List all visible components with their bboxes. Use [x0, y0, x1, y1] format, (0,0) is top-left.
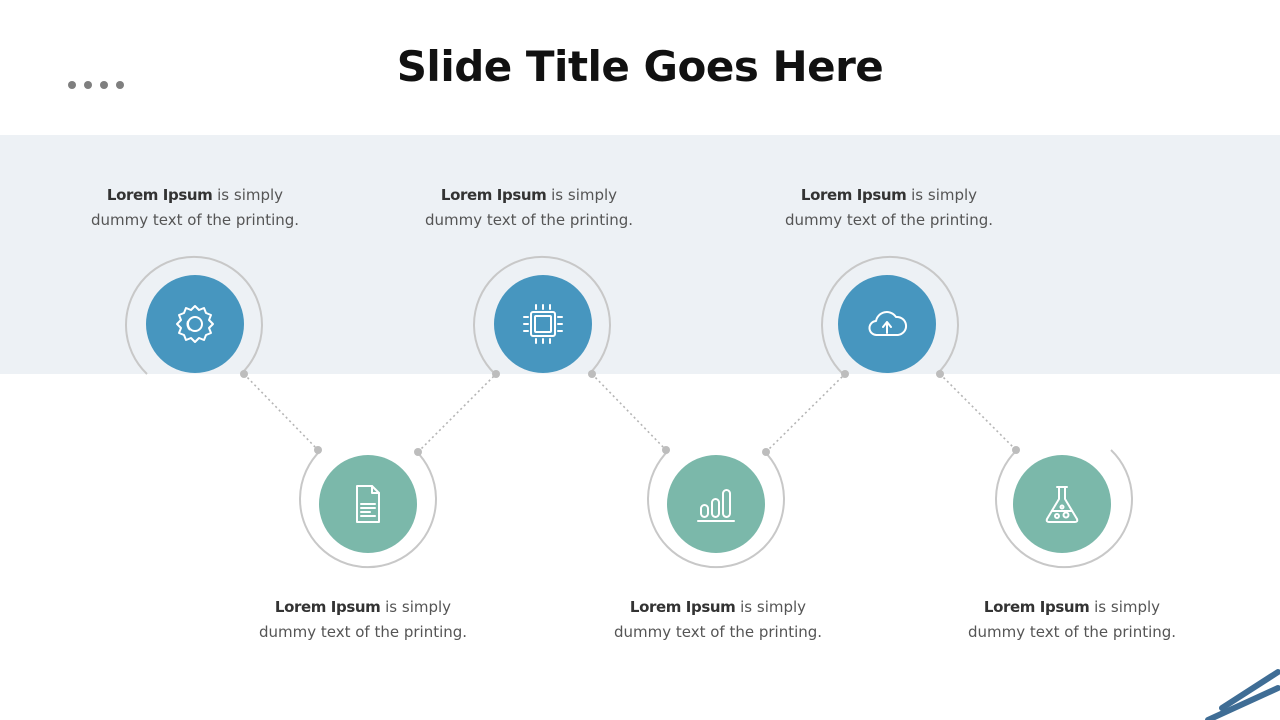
ring-step-4	[647, 449, 785, 569]
step-4-text: Lorem Ipsum is simply dummy text of the …	[598, 595, 838, 645]
slide-title: Slide Title Goes Here	[396, 42, 884, 91]
step-6-text: Lorem Ipsum is simply dummy text of the …	[952, 595, 1192, 645]
step-5-line2: dummy text of the printing.	[784, 211, 994, 229]
step-1-bold: Lorem Ipsum	[106, 186, 213, 204]
step-4-rest: is simply	[735, 598, 807, 616]
ring-step-1	[125, 255, 263, 375]
step-1-text: Lorem Ipsum is simply dummy text of the …	[75, 183, 315, 233]
gear-icon	[176, 305, 214, 343]
ring-step-6	[995, 449, 1133, 569]
chip-icon	[523, 304, 563, 344]
step-5-disc	[838, 275, 936, 373]
step-2-disc	[319, 455, 417, 553]
step-4-line2: dummy text of the printing.	[613, 623, 823, 641]
step-2-bold: Lorem Ipsum	[274, 598, 381, 616]
step-1-disc	[146, 275, 244, 373]
step-5-text: Lorem Ipsum is simply dummy text of the …	[769, 183, 1009, 233]
step-5-rest: is simply	[906, 186, 978, 204]
step-1-rest: is simply	[212, 186, 284, 204]
step-2-line2: dummy text of the printing.	[258, 623, 468, 641]
step-2-text: Lorem Ipsum is simply dummy text of the …	[243, 595, 483, 645]
step-3-rest: is simply	[546, 186, 618, 204]
cloud-upload-icon	[868, 311, 907, 336]
step-6-line2: dummy text of the printing.	[967, 623, 1177, 641]
step-1-line2: dummy text of the printing.	[90, 211, 300, 229]
ring-step-5	[821, 255, 959, 375]
step-6-bold: Lorem Ipsum	[983, 598, 1090, 616]
step-3-line2: dummy text of the printing.	[424, 211, 634, 229]
step-6-rest: is simply	[1089, 598, 1161, 616]
step-5-bold: Lorem Ipsum	[800, 186, 907, 204]
step-3-bold: Lorem Ipsum	[440, 186, 547, 204]
ring-step-3	[473, 255, 611, 375]
step-4-bold: Lorem Ipsum	[629, 598, 736, 616]
step-3-disc	[494, 275, 592, 373]
document-icon	[356, 485, 380, 523]
menu-dots-icon	[68, 81, 124, 89]
ring-step-2	[299, 449, 437, 569]
step-6-disc	[1013, 455, 1111, 553]
step-3-text: Lorem Ipsum is simply dummy text of the …	[409, 183, 649, 233]
step-2-rest: is simply	[380, 598, 452, 616]
corner-stripes-decoration	[1205, 669, 1280, 720]
step-4-disc	[667, 455, 765, 553]
flask-icon	[1045, 486, 1079, 523]
bar-chart-icon	[697, 489, 735, 522]
